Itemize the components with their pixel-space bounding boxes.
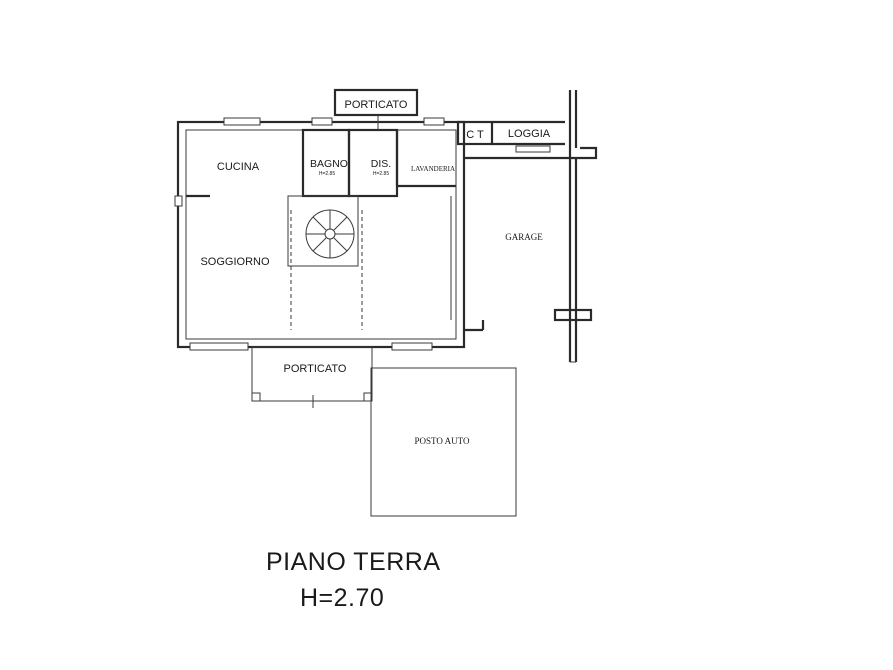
room-label-dis: DIS. [371, 158, 391, 170]
interior-walls [186, 128, 457, 339]
room-label-bagno: BAGNO [310, 158, 348, 170]
spiral-staircase [305, 209, 355, 259]
room-label-porticato-top: PORTICATO [345, 99, 408, 111]
room-height-dis: H=2.85 [373, 171, 389, 177]
room-label-cucina: CUCINA [217, 161, 260, 173]
room-height-bagno: H=2.85 [319, 171, 335, 177]
room-label-posto-auto: POSTO AUTO [415, 436, 470, 446]
room-label-soggiorno: SOGGIORNO [200, 256, 270, 268]
ct-loggia-area [456, 120, 565, 153]
posto-auto-area [370, 367, 517, 517]
porticato-top-area [333, 88, 419, 130]
room-label-garage: GARAGE [505, 232, 543, 242]
room-label-ct: C T [466, 129, 484, 141]
room-label-loggia: LOGGIA [508, 128, 551, 140]
porticato-bottom-area [251, 346, 373, 408]
garage-walls [464, 90, 598, 363]
windows [174, 117, 445, 351]
floor-height: H=2.70 [300, 584, 385, 612]
room-label-porticato-bottom: PORTICATO [284, 363, 347, 375]
room-label-lavanderia: LAVANDERIA [411, 165, 455, 173]
floor-title: PIANO TERRA [266, 548, 441, 576]
